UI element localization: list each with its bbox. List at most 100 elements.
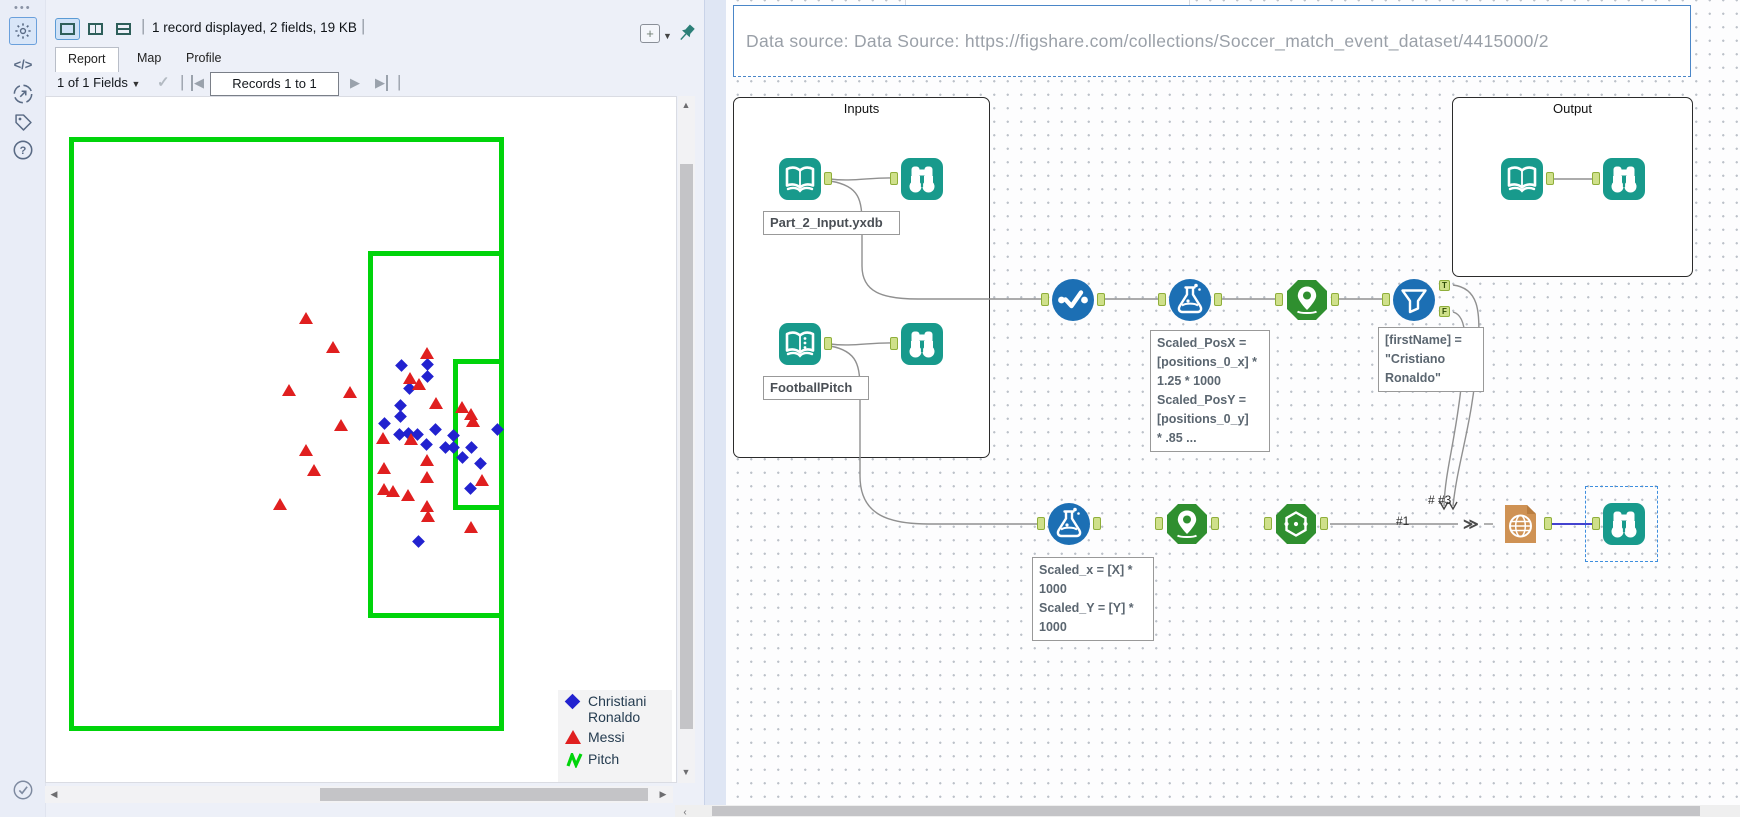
tool-anchor [1320,517,1328,530]
browse-icon [901,323,943,365]
legend-item: Messi [564,729,672,747]
scatter-point-messi [386,485,400,497]
tool-formula-scaled-xy[interactable] [1037,502,1101,546]
share-icon[interactable] [9,80,37,108]
tool-anchor [1037,517,1045,530]
tab-profile[interactable]: Profile [186,51,222,65]
tool-anchor [1331,293,1339,306]
tool-anchor [1158,293,1166,306]
first-record-button[interactable]: ◀ [191,75,204,91]
browse-icon [1603,503,1645,545]
vertical-scroll-thumb[interactable] [680,164,693,729]
connection-wire [1452,284,1480,507]
scatter-point-messi [282,384,296,396]
layout-single-pane-button[interactable] [55,18,80,40]
new-window-caret-icon[interactable]: ▼ [663,31,672,41]
tool-formula-scaled-pos[interactable] [1158,278,1222,322]
scatter-point-messi [376,432,390,444]
layout-split-vertical-button[interactable] [83,18,108,40]
svg-text:?: ? [20,145,27,157]
legend-label: Messi [588,729,625,745]
selection-outline [1585,486,1658,562]
tool-label-input-footballpitch[interactable]: FootballPitch [763,376,869,400]
tool-browse-2[interactable] [890,322,944,366]
scatter-point-messi [420,347,434,359]
run-check-icon[interactable] [9,776,37,804]
tool-anchor [890,337,898,350]
tool-annotation-formula-scaled-pos[interactable]: Scaled_PosX =[positions_0_x] *1.25 * 100… [1150,330,1270,452]
report-vertical-scrollbar[interactable]: ▲ ▼ [678,96,695,783]
legend-label: Pitch [588,751,620,767]
tool-poly-build[interactable] [1264,502,1328,546]
tool-anchor [1041,293,1049,306]
tool-input-part2[interactable] [778,157,832,201]
workflow-canvas[interactable]: Data source: Data Source: https://figsha… [726,0,1740,817]
tool-anchor [1275,293,1283,306]
last-record-button[interactable]: ▶ [375,75,388,91]
results-toolbar: | 1 record displayed, 2 fields, 19 KB | [45,14,705,48]
map-icon [1505,505,1536,543]
drag-dots-icon[interactable]: ••• [14,2,32,14]
scatter-point-messi [401,489,415,501]
tool-select[interactable] [1041,278,1105,322]
scroll-down-icon[interactable]: ▼ [681,767,691,777]
canvas-horizontal-scrollbar[interactable]: ‹ [675,805,1740,817]
triangle-marker-icon [565,730,581,744]
comment-text: Data source: Data Source: https://figsha… [746,30,1549,51]
scroll-right-icon[interactable]: ▶ [659,788,667,799]
tool-input-footballpitch[interactable] [778,322,832,366]
scatter-point-messi [334,419,348,431]
browse-icon [901,158,943,200]
scroll-up-icon[interactable]: ▲ [681,100,691,110]
tool-anchor [1592,517,1600,530]
scatter-point-messi [377,462,391,474]
tab-report[interactable]: Report [55,47,119,72]
scatter-point-messi [421,510,435,522]
tag-icon[interactable] [9,108,37,136]
help-icon[interactable]: ? [9,136,37,164]
apply-check-icon[interactable]: ✓ [157,74,170,91]
browse-icon [1603,158,1645,200]
tool-output-input[interactable] [1500,157,1554,201]
canvas-scroll-left-icon[interactable]: ‹ [683,806,687,817]
zigzag-marker-icon [566,753,583,768]
canvas-scroll-thumb[interactable] [712,806,1700,816]
panel-divider[interactable] [704,0,728,817]
anchor-F: F [1439,306,1450,317]
pin-icon[interactable] [676,21,699,50]
tab-map[interactable]: Map [137,51,162,65]
tool-browse-4[interactable] [1592,502,1646,546]
legend-item: Pitch [564,751,672,769]
tool-browse-1[interactable] [890,157,944,201]
comment-box[interactable]: Data source: Data Source: https://figsha… [733,5,1691,77]
code-icon[interactable]: </> [13,56,33,72]
scatter-point-messi [343,386,357,398]
tool-anchor [1264,517,1272,530]
settings-gear-icon[interactable] [9,17,37,45]
scroll-left-icon[interactable]: ◀ [50,788,58,799]
tool-container-output[interactable]: Output [1452,97,1693,277]
tool-container-inputs[interactable]: Inputs [733,97,990,458]
tool-create-points-1[interactable] [1275,278,1339,322]
fields-dropdown[interactable]: 1 of 1 Fields ▼ [57,75,141,90]
next-record-button[interactable]: ▶ [350,75,360,90]
tool-create-points-2[interactable] [1155,502,1219,546]
record-navigation: 1 of 1 Fields ▼ ✓ | ◀ ◀ Records 1 to 1 ▶… [45,71,685,96]
tool-label-input-part2[interactable]: Part_2_Input.yxdb [763,211,900,235]
records-range-box[interactable]: Records 1 to 1 [210,72,339,96]
tool-browse-3[interactable] [1592,157,1646,201]
tool-anchor [824,172,832,185]
scatter-point-messi [404,433,418,445]
report-horizontal-scrollbar[interactable]: ◀ ▶ [45,786,673,803]
tool-anchor [1214,293,1222,306]
new-window-button[interactable]: + [640,24,660,43]
scatter-point-messi [307,464,321,476]
horizontal-scroll-thumb[interactable] [320,788,648,801]
tool-report-map[interactable] [1498,502,1552,546]
book-icon [1501,158,1543,200]
layout-split-horizontal-button[interactable] [111,18,136,40]
